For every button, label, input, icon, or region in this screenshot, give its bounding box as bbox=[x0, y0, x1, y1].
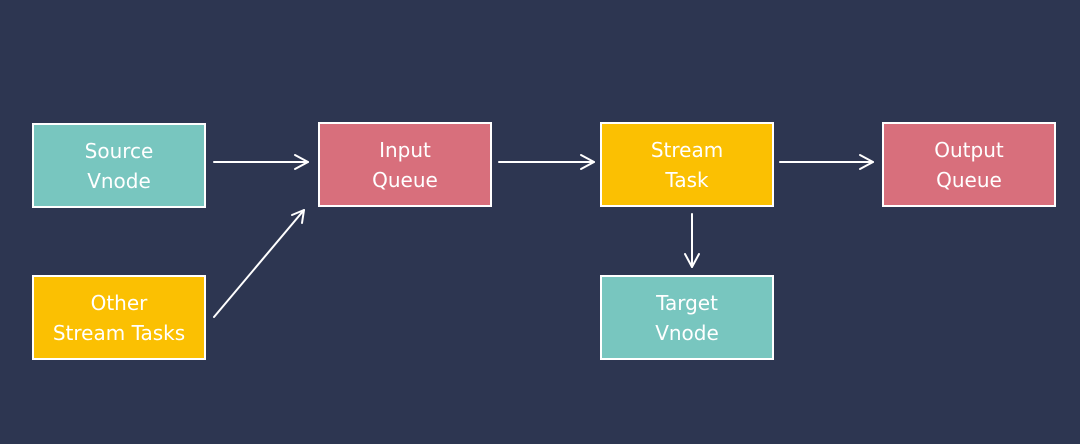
stream-task-node: Stream Task bbox=[600, 122, 774, 207]
target-vnode-line-2: Vnode bbox=[655, 320, 719, 345]
source-vnode-label: Source Vnode bbox=[85, 136, 154, 196]
other-stream-tasks-label: Other Stream Tasks bbox=[53, 288, 185, 348]
arrow-source-to-input bbox=[213, 154, 309, 170]
input-queue-node: Input Queue bbox=[318, 122, 492, 207]
other-stream-tasks-node: Other Stream Tasks bbox=[32, 275, 206, 360]
other-stream-tasks-line-2: Stream Tasks bbox=[52, 320, 186, 345]
target-vnode-label: Target Vnode bbox=[655, 288, 719, 348]
output-queue-line-2: Queue bbox=[936, 167, 1002, 192]
stream-task-line-2: Task bbox=[665, 167, 709, 192]
output-queue-line-1: Output bbox=[934, 137, 1004, 162]
stream-task-line-1: Stream bbox=[650, 137, 724, 162]
source-vnode-node: Source Vnode bbox=[32, 123, 206, 208]
input-queue-line-2: Queue bbox=[372, 167, 438, 192]
target-vnode-node: Target Vnode bbox=[600, 275, 774, 360]
output-queue-node: Output Queue bbox=[882, 122, 1056, 207]
arrow-other-to-input bbox=[213, 209, 305, 318]
source-vnode-line-1: Source bbox=[84, 138, 154, 163]
arrow-input-to-stream-task bbox=[498, 154, 595, 170]
target-vnode-line-1: Target bbox=[656, 290, 718, 315]
source-vnode-line-2: Vnode bbox=[87, 168, 151, 193]
arrow-stream-task-to-target bbox=[684, 213, 700, 268]
stream-task-label: Stream Task bbox=[651, 135, 723, 195]
output-queue-label: Output Queue bbox=[934, 135, 1003, 195]
arrow-stream-task-to-output bbox=[779, 154, 874, 170]
input-queue-label: Input Queue bbox=[372, 135, 438, 195]
other-stream-tasks-line-1: Other bbox=[90, 290, 148, 315]
input-queue-line-1: Input bbox=[379, 137, 431, 162]
